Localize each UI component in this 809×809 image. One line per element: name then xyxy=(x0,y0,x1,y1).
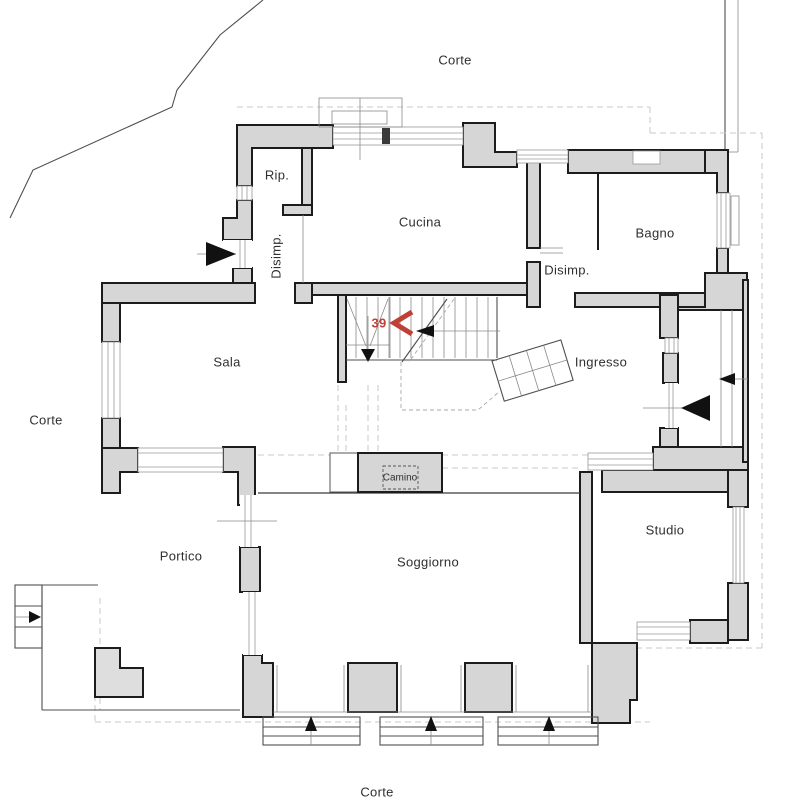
main-staircase xyxy=(346,297,574,411)
exterior-steps-west xyxy=(14,584,43,649)
label-storage: Rip. xyxy=(264,167,290,183)
portico-pillar xyxy=(94,647,144,698)
label-kitchen: Cucina xyxy=(398,214,442,230)
south-steps xyxy=(262,716,599,746)
label-entrance: Ingresso xyxy=(574,354,628,370)
label-porch: Portico xyxy=(159,548,203,564)
label-hallway-left: Disimp. xyxy=(268,233,284,279)
label-courtyard-left: Corte xyxy=(29,412,63,428)
portico-platform xyxy=(14,584,240,711)
east-entry-arrow xyxy=(681,395,710,421)
label-bathroom: Bagno xyxy=(635,225,675,241)
label-courtyard-top: Corte xyxy=(438,52,472,68)
red-direction-chevron xyxy=(389,309,414,337)
site-boundary-lines xyxy=(9,0,739,219)
label-hall: Sala xyxy=(213,354,241,370)
window-mullion xyxy=(382,128,390,144)
exterior-stair-east xyxy=(719,310,748,447)
west-entry-arrow xyxy=(206,242,236,266)
windows-and-openings xyxy=(101,97,745,713)
label-study: Studio xyxy=(645,522,685,538)
entry-arrows xyxy=(206,242,710,421)
label-living-room: Soggiorno xyxy=(397,554,459,570)
label-fireplace: Camino xyxy=(382,472,418,484)
label-hallway-right: Disimp. xyxy=(544,262,590,278)
angled-stair-flight xyxy=(491,339,574,402)
label-courtyard-bottom: Corte xyxy=(360,784,394,800)
fireplace xyxy=(329,452,443,493)
label-stair-marker-39: 39 xyxy=(371,315,387,331)
